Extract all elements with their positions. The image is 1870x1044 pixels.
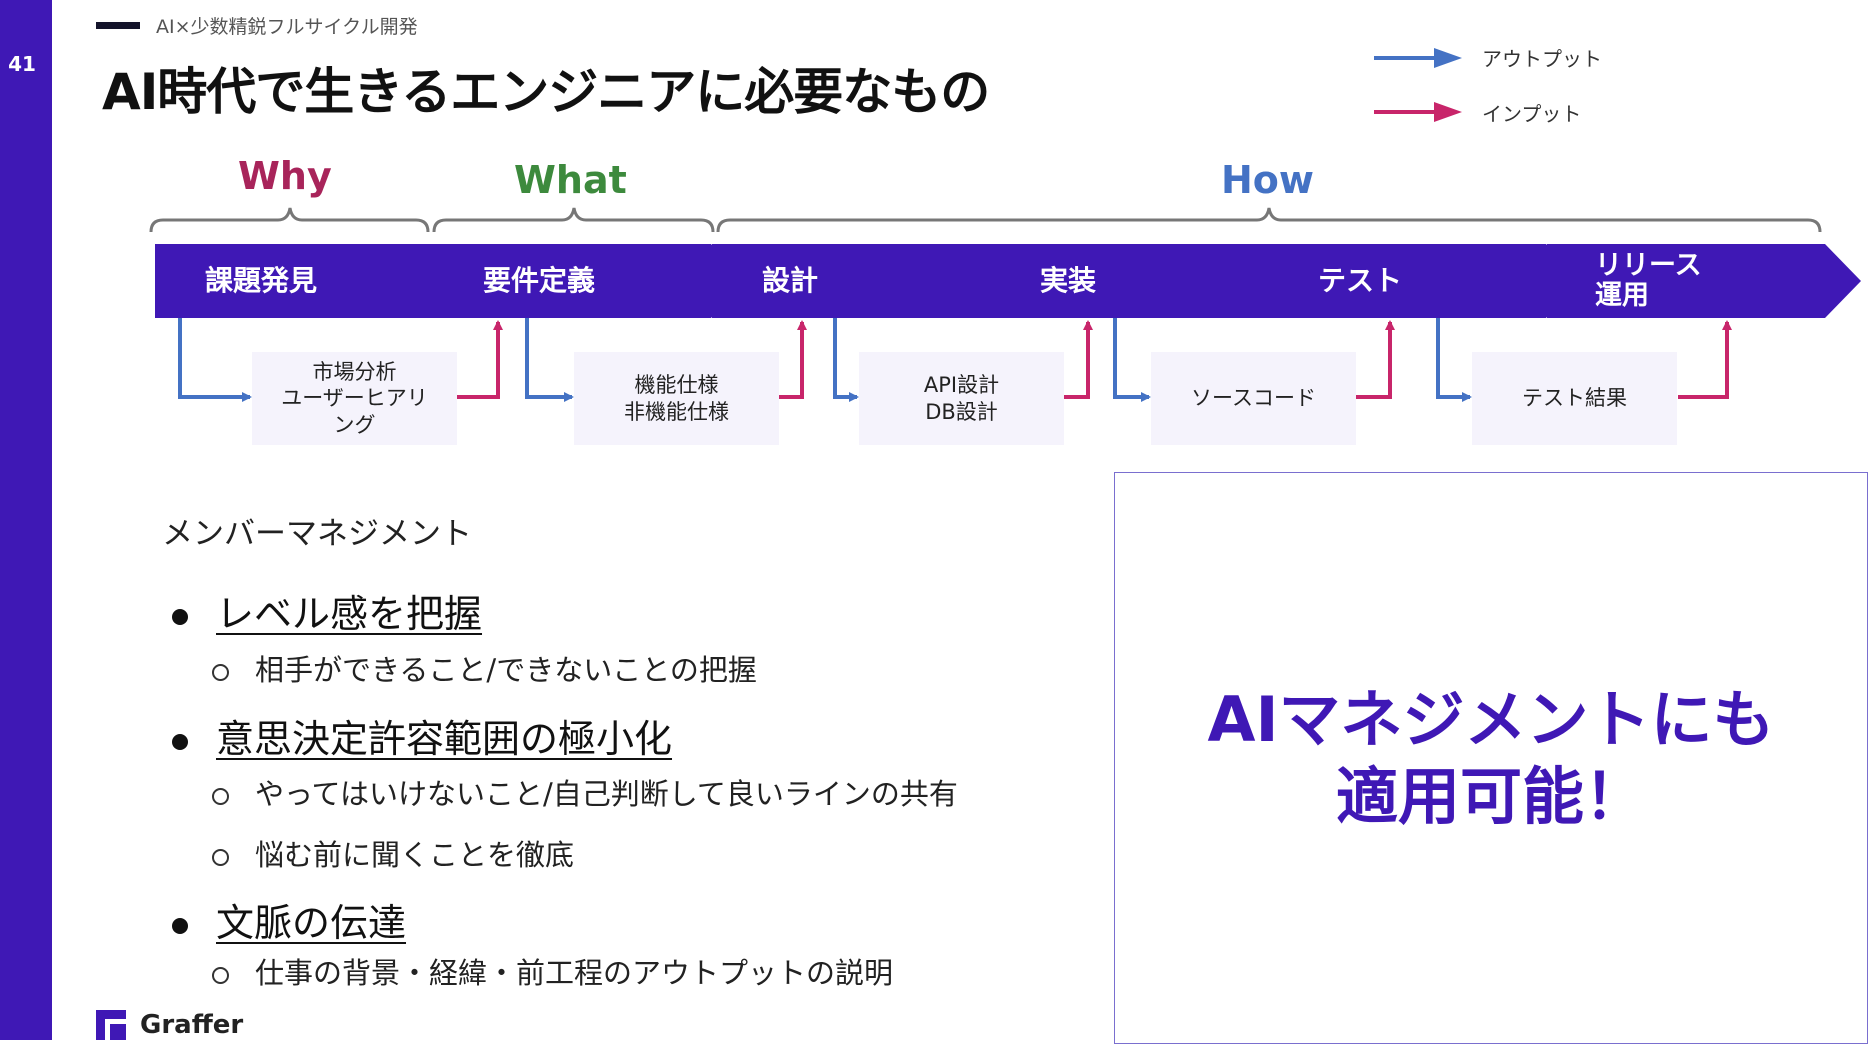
step-design: 設計 — [712, 244, 1026, 318]
artifact-box: 機能仕様 非機能仕様 — [574, 352, 779, 445]
artifact-box: 市場分析 ユーザーヒアリ ング — [252, 352, 457, 445]
section-subtitle: AI×少数精鋭フルサイクル開発 — [156, 16, 418, 38]
input-arrow — [457, 320, 503, 399]
output-arrow — [1436, 318, 1472, 402]
phase-why: Why — [238, 154, 332, 198]
bullet-text: 相手ができること/できないことの把握 — [255, 653, 757, 687]
callout-line-1: AIマネジメントにも — [1207, 682, 1775, 756]
bullet-circle-icon — [212, 787, 229, 805]
callout-box: AIマネジメントにも 適用可能！ — [1114, 472, 1868, 1044]
step-test: テスト — [1268, 244, 1582, 318]
input-arrow — [1356, 320, 1395, 399]
sub-bullet-item: 悩む前に聞くことを徹底 — [212, 832, 574, 874]
output-arrow — [1113, 318, 1151, 402]
logo-text: Graffer — [140, 1010, 244, 1040]
step-label: 要件定義 — [483, 263, 596, 297]
graffer-logo-icon — [96, 1010, 126, 1040]
sub-bullet-item: やってはいけないこと/自己判断して良いラインの共有 — [212, 771, 958, 813]
step-release: リリース 運用 — [1547, 244, 1861, 318]
output-arrow — [178, 318, 252, 402]
phase-braces — [149, 207, 1822, 233]
legend-output-arrow — [1374, 48, 1462, 68]
bullet-circle-icon — [212, 966, 229, 984]
bullet-dot-icon — [172, 733, 188, 750]
section-heading: メンバーマネジメント — [162, 516, 472, 552]
sidebar-bar — [0, 0, 52, 1040]
sub-bullet-item: 仕事の背景・経緯・前工程のアウトプットの説明 — [212, 950, 893, 992]
bullet-text: 悩む前に聞くことを徹底 — [255, 838, 575, 872]
bullet-item: 意思決定許容範囲の極小化 — [172, 708, 672, 763]
bullet-text: 仕事の背景・経緯・前工程のアウトプットの説明 — [255, 956, 894, 990]
header-bar — [96, 22, 140, 29]
step-implementation: 実装 — [990, 244, 1304, 318]
bullet-text: 文脈の伝達 — [216, 901, 407, 945]
bullet-item: レベル感を把握 — [172, 583, 482, 638]
callout-line-2: 適用可能！ — [1335, 760, 1646, 833]
output-arrow — [833, 318, 859, 402]
output-arrow — [525, 318, 574, 402]
phase-how: How — [1221, 158, 1315, 202]
input-arrow — [779, 320, 807, 399]
bullet-text: 意思決定許容範囲の極小化 — [216, 717, 673, 761]
phase-what: What — [514, 158, 627, 202]
input-arrow — [1678, 320, 1732, 399]
step-label: リリース 運用 — [1595, 250, 1702, 311]
page-number: 41 — [8, 52, 36, 76]
bullet-dot-icon — [172, 608, 188, 625]
artifact-box: API設計 DB設計 — [859, 352, 1064, 445]
input-arrow — [1064, 320, 1093, 399]
step-label: 実装 — [1040, 263, 1097, 297]
legend-output-label: アウトプット — [1482, 47, 1602, 71]
graffer-logo: Graffer — [96, 1010, 243, 1040]
bullet-circle-icon — [212, 848, 229, 866]
step-label: 設計 — [762, 263, 819, 297]
bullet-text: やってはいけないこと/自己判断して良いラインの共有 — [255, 777, 958, 811]
artifact-box: テスト結果 — [1472, 352, 1677, 445]
step-label: テスト — [1318, 263, 1403, 297]
step-problem-discovery: 課題発見 — [155, 244, 469, 318]
sub-bullet-item: 相手ができること/できないことの把握 — [212, 647, 757, 689]
legend-input-arrow — [1374, 102, 1462, 122]
bullet-dot-icon — [172, 917, 188, 934]
step-requirements: 要件定義 — [433, 244, 747, 318]
artifact-box: ソースコード — [1151, 352, 1356, 445]
bullet-item: 文脈の伝達 — [172, 892, 406, 947]
legend-input-label: インプット — [1482, 102, 1582, 126]
step-label: 課題発見 — [205, 263, 318, 297]
page-title: AI時代で生きるエンジニアに必要なもの — [102, 63, 990, 121]
bullet-text: レベル感を把握 — [216, 592, 483, 636]
bullet-circle-icon — [212, 663, 229, 681]
